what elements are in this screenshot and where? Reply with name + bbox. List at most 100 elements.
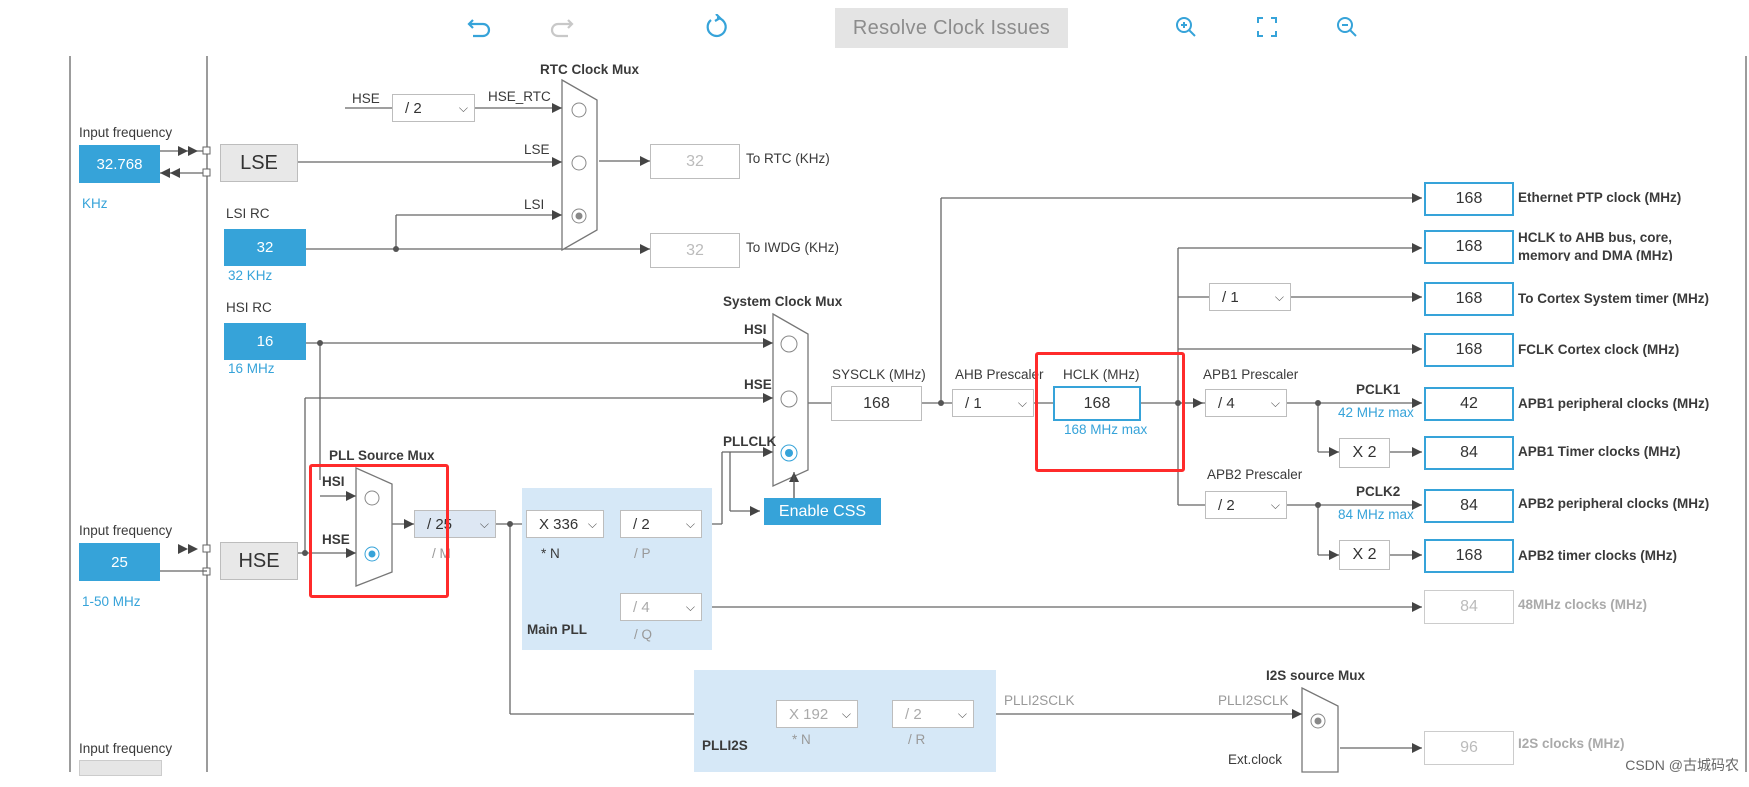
enable-css-button[interactable]: Enable CSS: [764, 498, 881, 525]
pll-source-hse-label: HSE: [322, 532, 350, 547]
redo-icon[interactable]: [544, 10, 578, 44]
zoom-out-icon[interactable]: [1330, 10, 1364, 44]
rtc-mux-title: RTC Clock Mux: [540, 62, 640, 77]
apb1-peripheral-value[interactable]: 42: [1424, 387, 1514, 421]
rtc-lse-label: LSE: [524, 142, 550, 157]
fclk-cortex-label: FCLK Cortex clock (MHz): [1518, 342, 1680, 357]
apb1-prescaler-label: APB1 Prescaler: [1203, 367, 1299, 382]
chevron-down-icon: ⌵: [685, 516, 695, 531]
chevron-down-icon: ⌵: [685, 599, 695, 614]
pll-p-divider[interactable]: / 2⌵: [620, 510, 702, 538]
hclk-ahb-label: HCLK to AHB bus, core,: [1518, 230, 1673, 245]
sysclk-value[interactable]: 168: [831, 386, 922, 421]
apb1-peripheral-label: APB1 peripheral clocks (MHz): [1518, 396, 1710, 411]
plli2s-r-value: / 2: [905, 705, 922, 723]
pll-source-hsi-label: HSI: [322, 474, 345, 489]
pll-q-divider[interactable]: / 4 ⌵: [620, 593, 702, 621]
hse-input-frequency[interactable]: 25: [79, 543, 160, 581]
plli2s-output-label: PLLI2SCLK: [1004, 693, 1075, 708]
lse-unit: KHz: [82, 196, 108, 211]
apb1-timer-multiplier: X 2: [1339, 438, 1390, 468]
hse-range: 1-50 MHz: [82, 594, 141, 609]
pll-n-multiplier-value: X 336: [539, 515, 579, 533]
rtc-lsi-label: LSI: [524, 197, 545, 212]
lse-oscillator: LSE: [220, 144, 298, 182]
pclk1-label: PCLK1: [1356, 382, 1401, 397]
apb1-timer-value[interactable]: 84: [1424, 436, 1514, 470]
i2s-mux-ext-label: Ext.clock: [1228, 752, 1283, 767]
apb2-peripheral-label: APB2 peripheral clocks (MHz): [1518, 496, 1710, 511]
ethernet-ptp-clock-value[interactable]: 168: [1424, 182, 1514, 216]
hclk-max: 168 MHz max: [1064, 422, 1148, 437]
pll-n-label: * N: [541, 546, 560, 561]
chevron-down-icon: ⌵: [957, 706, 967, 721]
apb2-prescaler-label: APB2 Prescaler: [1207, 467, 1303, 482]
apb1-prescaler-select[interactable]: / 4⌵: [1205, 389, 1287, 417]
fit-screen-icon[interactable]: [1250, 10, 1284, 44]
cortex-timer-divider[interactable]: / 1⌵: [1209, 283, 1291, 311]
pll-m-divider-value: / 25: [427, 515, 453, 533]
apb1-timer-label: APB1 Timer clocks (MHz): [1518, 444, 1681, 459]
apb2-peripheral-value[interactable]: 84: [1424, 489, 1514, 523]
sys-mux-hse-label: HSE: [744, 377, 772, 392]
pll-p-label: / P: [634, 546, 651, 561]
rtc-hse-label: HSE: [352, 91, 380, 106]
chevron-down-icon: ⌵: [1274, 289, 1284, 304]
cortex-system-timer-value[interactable]: 168: [1424, 282, 1514, 316]
chevron-down-icon: ⌵: [1017, 395, 1027, 410]
clock-48mhz-value[interactable]: 84: [1424, 590, 1514, 624]
chevron-down-icon: ⌵: [587, 516, 597, 531]
rtc-hse-divider[interactable]: / 2 ⌵: [392, 94, 475, 122]
apb2-timer-value[interactable]: 168: [1424, 539, 1514, 573]
hclk-highlight: [1035, 352, 1185, 472]
plli2s-n-label: * N: [792, 732, 811, 747]
hsi-value: 16: [224, 323, 306, 360]
chevron-down-icon: ⌵: [458, 100, 468, 115]
hclk-value[interactable]: 168: [1053, 386, 1141, 421]
lsi-value: 32: [224, 229, 306, 266]
apb1-max: 42 MHz max: [1338, 405, 1414, 420]
rtc-hse-divider-value: / 2: [405, 99, 422, 117]
bottom-input-frequency[interactable]: [79, 760, 162, 776]
chevron-down-icon: ⌵: [841, 706, 851, 721]
rtc-output-label: To RTC (KHz): [746, 151, 830, 166]
rtc-output-value: 32: [650, 144, 740, 179]
hse-oscillator: HSE: [220, 542, 298, 580]
sys-mux-pllclk-label: PLLCLK: [723, 434, 777, 449]
pclk2-label: PCLK2: [1356, 484, 1401, 499]
i2s-source-mux-title: I2S source Mux: [1266, 668, 1366, 683]
fclk-cortex-value[interactable]: 168: [1424, 333, 1514, 367]
pll-n-multiplier[interactable]: X 336 ⌵: [526, 510, 604, 538]
lse-input-frequency[interactable]: 32.768: [79, 145, 160, 183]
hclk-label: HCLK (MHz): [1063, 367, 1140, 382]
chevron-down-icon: ⌵: [479, 516, 489, 531]
hse-input-label: Input frequency: [79, 523, 173, 538]
hsi-title: HSI RC: [226, 300, 272, 315]
apb2-prescaler-value: / 2: [1218, 496, 1235, 514]
i2s-clock-label: I2S clocks (MHz): [1518, 736, 1625, 751]
resolve-clock-issues-button[interactable]: Resolve Clock Issues: [835, 8, 1068, 48]
sys-mux-hsi-label: HSI: [744, 322, 767, 337]
pll-q-divider-value: / 4: [633, 598, 650, 616]
plli2s-title: PLLI2S: [702, 738, 748, 753]
chevron-down-icon: ⌵: [1270, 395, 1280, 410]
main-pll-title: Main PLL: [527, 622, 587, 637]
pll-q-label: / Q: [634, 627, 653, 642]
hclk-ahb-value[interactable]: 168: [1424, 230, 1514, 264]
plli2s-r-divider[interactable]: / 2 ⌵: [892, 700, 974, 728]
apb2-prescaler-select[interactable]: / 2 ⌵: [1205, 491, 1287, 519]
zoom-in-icon[interactable]: [1169, 10, 1203, 44]
iwdg-output-label: To IWDG (KHz): [746, 240, 839, 255]
plli2s-n-multiplier[interactable]: X 192⌵: [776, 700, 858, 728]
i2s-clock-value[interactable]: 96: [1424, 731, 1514, 765]
apb2-max: 84 MHz max: [1338, 507, 1414, 522]
pll-m-divider[interactable]: / 25 ⌵: [414, 510, 496, 538]
refresh-icon[interactable]: [700, 10, 734, 44]
chevron-down-icon: ⌵: [1270, 497, 1280, 512]
ahb-prescaler-select[interactable]: / 1⌵: [952, 389, 1034, 417]
iwdg-output-value: 32: [650, 233, 740, 268]
lsi-title: LSI RC: [226, 206, 270, 221]
undo-icon[interactable]: [463, 10, 497, 44]
pll-source-mux-title: PLL Source Mux: [329, 448, 435, 463]
